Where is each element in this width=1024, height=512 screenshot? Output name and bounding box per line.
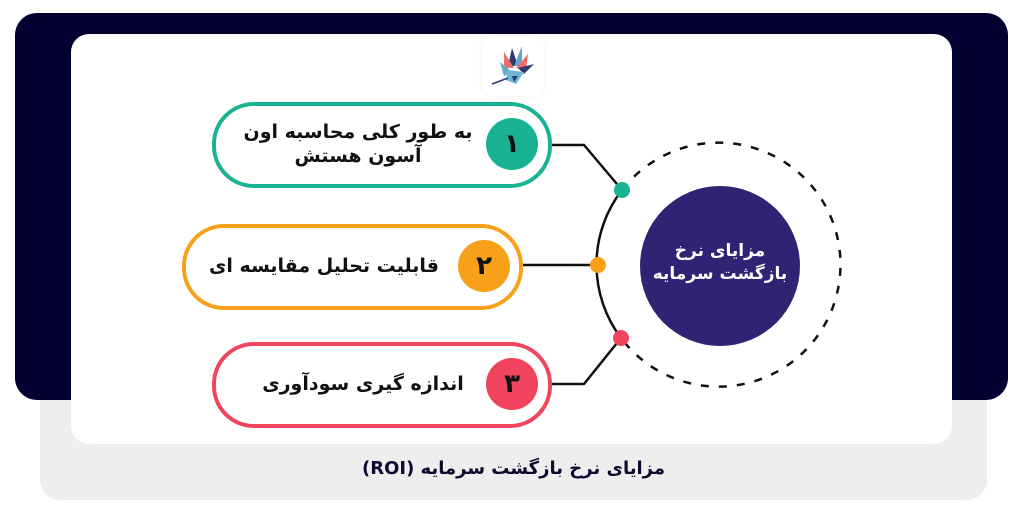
connector-line-3 bbox=[552, 337, 622, 386]
bird-logo-icon bbox=[491, 46, 534, 85]
item-text-3: اندازه گیری سودآوری bbox=[262, 373, 464, 395]
item-number-1: ۱ bbox=[486, 118, 538, 170]
dot-red bbox=[613, 330, 629, 346]
dot-teal bbox=[614, 182, 630, 198]
center-circle bbox=[640, 186, 800, 346]
dashed-ring bbox=[620, 141, 842, 388]
caption: مزایای نرخ بازگشت سرمایه (ROI) bbox=[361, 458, 666, 479]
center-title: مزایای نرخ بازگشت سرمایه bbox=[652, 241, 788, 284]
item-number-3: ۳ bbox=[486, 358, 538, 410]
logo bbox=[482, 36, 544, 96]
connector-line-1 bbox=[552, 143, 623, 191]
item-text-1: به طور کلی محاسبه اون آسون هستش bbox=[243, 121, 473, 167]
item-number-2: ۲ bbox=[458, 240, 510, 292]
dot-orange bbox=[590, 257, 606, 273]
item-text-2: قابلیت تحلیل مقایسه ای bbox=[209, 255, 439, 277]
